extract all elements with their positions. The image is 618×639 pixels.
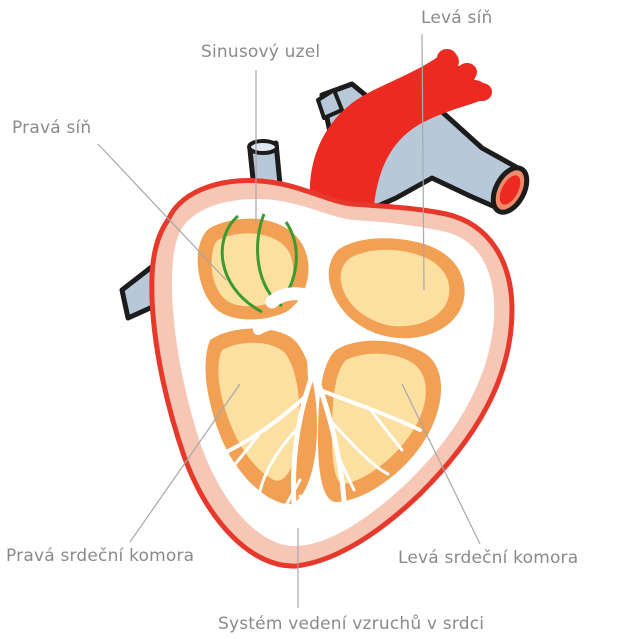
- label-sinus-node: Sinusový uzel: [201, 42, 320, 62]
- label-right-atrium: Pravá síň: [12, 118, 91, 138]
- label-left-ventricle: Levá srdeční komora: [398, 548, 578, 568]
- label-right-ventricle: Pravá srdeční komora: [6, 546, 194, 566]
- label-left-atrium: Levá síň: [421, 8, 492, 28]
- label-conduction-system: Systém vedení vzruchů v srdci: [218, 614, 484, 634]
